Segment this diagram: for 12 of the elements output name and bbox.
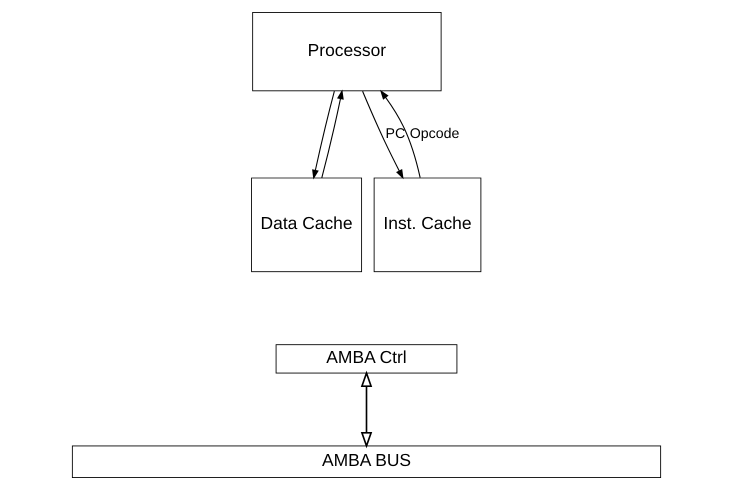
arrow [362, 91, 404, 180]
arrow [380, 90, 421, 178]
node-box: AMBA BUS [72, 446, 662, 478]
edge-label: Opcode [410, 126, 460, 142]
arrow [312, 90, 335, 180]
arrow [321, 89, 344, 178]
arrow [360, 370, 372, 448]
node-box: Inst. Cache [374, 178, 482, 272]
node-box: Processor [252, 12, 442, 92]
edge-label: PC [386, 126, 406, 142]
node-box: Data Cache [251, 178, 362, 272]
node-box: AMBA Ctrl [276, 344, 458, 374]
